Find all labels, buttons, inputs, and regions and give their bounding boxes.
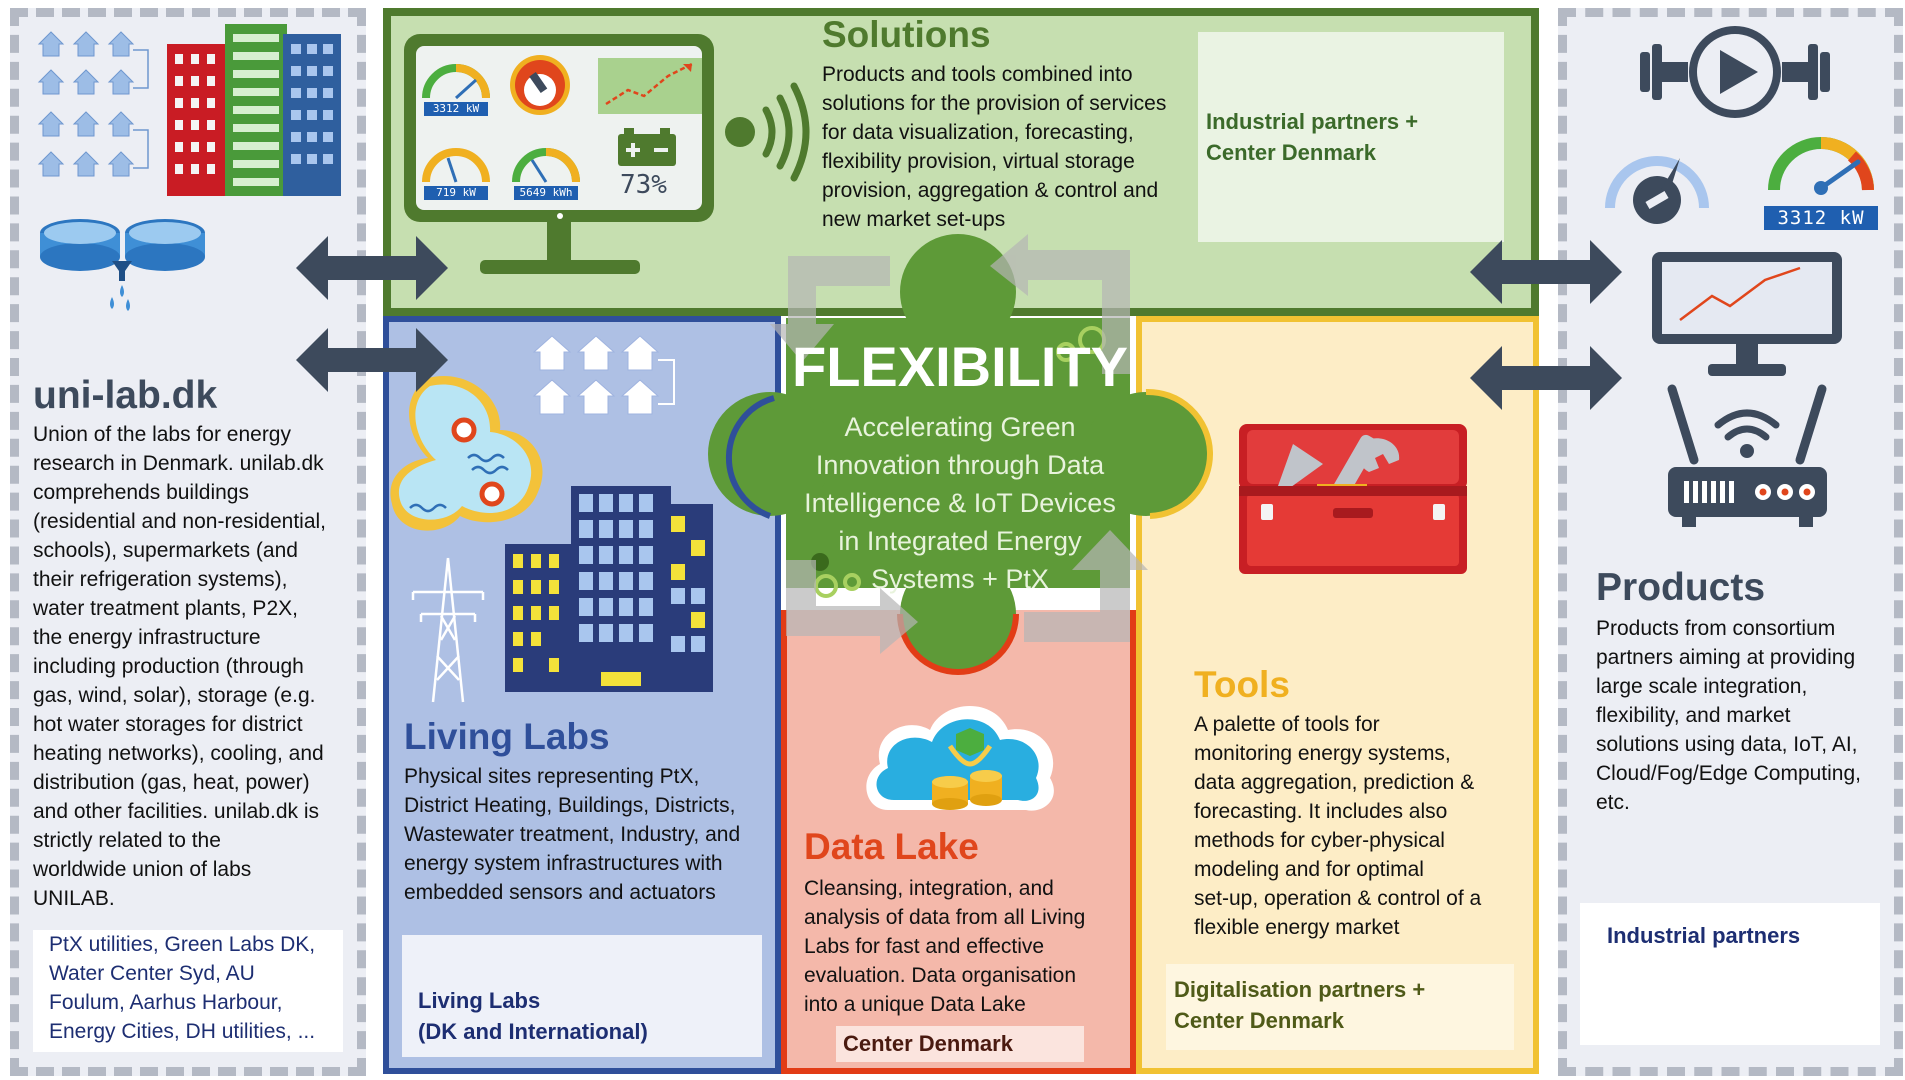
unilab-description: Union of the labs for energy research in… <box>33 423 327 910</box>
flexibility-title: FLEXIBILITY <box>792 335 1128 398</box>
toolbox-icon <box>1239 424 1467 574</box>
power-gauge-icon <box>1764 137 1878 230</box>
double-arrow-left-bottom <box>296 328 448 392</box>
living-labs-partners-box: Living Labs (DK and International) <box>402 935 762 1057</box>
houses-grid-icon <box>37 31 149 177</box>
products-title: Products <box>1596 566 1766 609</box>
unilab-title: uni-lab.dk <box>33 374 218 417</box>
solutions-partners-box: Industrial partners + Center Denmark <box>1198 32 1504 242</box>
monitor-battery-readout: 73% <box>620 170 667 200</box>
double-arrow-left-top <box>296 236 448 300</box>
pond-icon <box>390 376 543 531</box>
unilab-partners-box: PtX utilities, Green Labs DK, Water Cent… <box>33 930 343 1052</box>
dashboard-monitor-icon <box>404 34 714 274</box>
router-icon <box>1667 384 1827 527</box>
products-description: Products from consortium partners aiming… <box>1596 617 1861 814</box>
data-cloud-icon <box>866 705 1054 811</box>
tools-description: A palette of tools for monitoring energy… <box>1194 713 1482 939</box>
wireless-signal-icon <box>725 82 810 182</box>
monitor-gauge2-readout: 719 kW <box>436 186 476 199</box>
tools-title: Tools <box>1194 664 1290 705</box>
monitor-gauge1-readout: 3312 kW <box>432 102 480 115</box>
solutions-title: Solutions <box>822 14 991 55</box>
products-partners-box: Industrial partners <box>1580 903 1880 1045</box>
double-arrow-right-top <box>1470 240 1622 304</box>
water-treatment-icon <box>40 219 205 311</box>
products-gauge-readout: 3312 kW <box>1777 207 1865 229</box>
double-arrow-right-bottom <box>1470 346 1622 410</box>
data-lake-panel <box>781 610 1136 1074</box>
pump-valve-icon <box>1640 26 1830 118</box>
data-lake-partners-box: Center Denmark <box>836 1026 1084 1062</box>
living-labs-description: Physical sites representing PtX, Distric… <box>404 765 741 904</box>
office-buildings-icon <box>505 486 713 692</box>
power-pylon-icon <box>411 557 485 703</box>
data-lake-description: Cleansing, integration, and analysis of … <box>804 877 1086 1016</box>
data-lake-title: Data Lake <box>804 826 979 867</box>
monitor-chart-icon <box>1652 252 1842 376</box>
products-partners-label: Industrial partners <box>1607 923 1801 948</box>
flexibility-subtitle: Accelerating Green Innovation through Da… <box>804 412 1116 594</box>
flexibility-flower <box>708 234 1213 675</box>
houses-row-icon <box>532 335 675 415</box>
living-labs-title: Living Labs <box>404 716 610 757</box>
tools-partners-box: Digitalisation partners + Center Denmark <box>1166 964 1514 1050</box>
pressure-gauge-icon <box>1605 156 1709 224</box>
solutions-description: Products and tools combined into solutio… <box>822 63 1167 231</box>
monitor-gauge3-readout: 5649 kWh <box>519 186 573 199</box>
city-buildings-icon <box>167 24 341 196</box>
